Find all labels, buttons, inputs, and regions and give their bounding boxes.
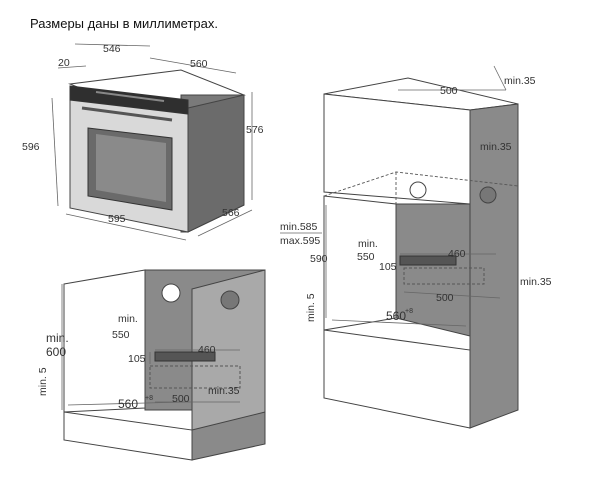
dim-105: 105 bbox=[128, 353, 146, 365]
dim-500-mid: 500 bbox=[436, 292, 454, 304]
dim-min35: min.35 bbox=[208, 385, 240, 397]
dim-min35-top: min.35 bbox=[504, 75, 536, 87]
dim-min550-a: min. bbox=[118, 313, 138, 325]
dim-min35-inner: min.35 bbox=[480, 141, 512, 153]
dim-max595: max.595 bbox=[280, 235, 320, 247]
dim-546: 546 bbox=[103, 43, 121, 55]
dim-500-top: 500 bbox=[440, 85, 458, 97]
dim-460: 460 bbox=[198, 344, 216, 356]
dim-590: 590 bbox=[310, 253, 328, 265]
tall-cabinet-figure: 500 min.35 min.35 min.585 max.595 590 mi… bbox=[280, 65, 552, 429]
dim-min35-side: min.35 bbox=[520, 276, 552, 288]
dim-566: 566 bbox=[222, 207, 240, 219]
dim-560: 560 bbox=[190, 58, 208, 70]
dim-596: 596 bbox=[22, 141, 40, 153]
oven-figure: 546 20 560 596 576 595 566 bbox=[22, 43, 264, 241]
dim-595: 595 bbox=[108, 213, 126, 225]
dim-min585: min.585 bbox=[280, 221, 318, 233]
dim-576: 576 bbox=[246, 124, 264, 136]
dim-560: 560 bbox=[118, 397, 138, 411]
dim-min5: min. 5 bbox=[305, 293, 317, 322]
dim-460: 460 bbox=[448, 248, 466, 260]
dim-560-sup: +8 bbox=[145, 395, 153, 402]
dim-500: 500 bbox=[172, 393, 190, 405]
dim-105: 105 bbox=[379, 261, 397, 273]
page-title: Размеры даны в миллиметрах. bbox=[30, 16, 218, 31]
dim-min550-a: min. bbox=[358, 238, 378, 250]
dim-min600-a: min. bbox=[46, 331, 69, 345]
under-counter-figure: min. 600 min. 550 460 105 min. 5 560 +8 … bbox=[37, 269, 266, 461]
dim-20: 20 bbox=[58, 57, 70, 69]
dim-min600-b: 600 bbox=[46, 345, 66, 359]
dim-min5: min. 5 bbox=[37, 367, 49, 396]
dim-min550-b: 550 bbox=[357, 251, 375, 263]
dim-min550-b: 550 bbox=[112, 329, 130, 341]
dim-560-sup: +8 bbox=[405, 308, 413, 315]
dim-560: 560 bbox=[386, 309, 406, 323]
